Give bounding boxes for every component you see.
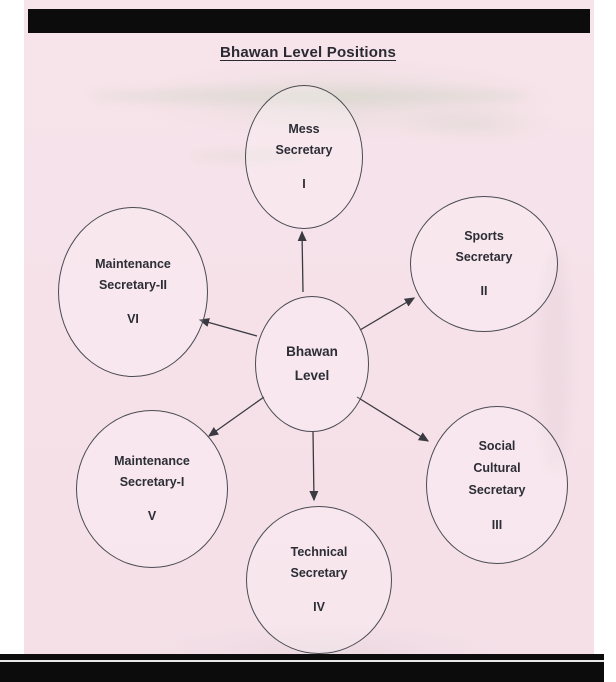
node-label: Secretary (275, 143, 333, 157)
scan-artifact-line (0, 660, 604, 662)
node-label: Sports (464, 229, 504, 243)
node-mess-secretary: Mess Secretary I (245, 85, 363, 229)
node-maintenance-secretary-1: Maintenance Secretary-I V (76, 410, 228, 568)
scan-artifact-bottom-bar (0, 654, 604, 682)
node-sports-secretary: Sports Secretary II (410, 196, 558, 332)
node-label: Maintenance (95, 257, 171, 271)
node-label: Maintenance (114, 454, 190, 468)
node-label: Social (478, 438, 516, 453)
node-technical-secretary: Technical Secretary IV (246, 506, 392, 654)
node-social-cultural-secretary: Social Cultural Secretary III (426, 406, 568, 564)
node-numeral: VI (127, 312, 139, 326)
node-maintenance-secretary-2: Maintenance Secretary-II VI (58, 207, 208, 377)
node-label: Level (294, 368, 330, 383)
node-label: Mess (288, 122, 320, 136)
node-numeral: I (302, 177, 306, 191)
node-label: Technical (290, 545, 348, 559)
diagram-title: Bhawan Level Positions (219, 44, 397, 61)
node-label: Bhawan (286, 344, 338, 359)
node-label: Secretary (290, 566, 348, 580)
scan-artifact-top-bar (28, 9, 590, 33)
node-numeral: III (491, 517, 503, 532)
node-bhawan-level: Bhawan Level (255, 296, 369, 432)
node-label: Secretary (468, 482, 526, 497)
node-label: Secretary-I (119, 475, 185, 489)
node-numeral: IV (313, 600, 325, 614)
node-numeral: II (480, 284, 488, 298)
node-label: Secretary (455, 250, 513, 264)
node-label: Cultural (473, 460, 521, 475)
node-label: Secretary-II (98, 278, 168, 292)
node-numeral: V (147, 509, 157, 523)
